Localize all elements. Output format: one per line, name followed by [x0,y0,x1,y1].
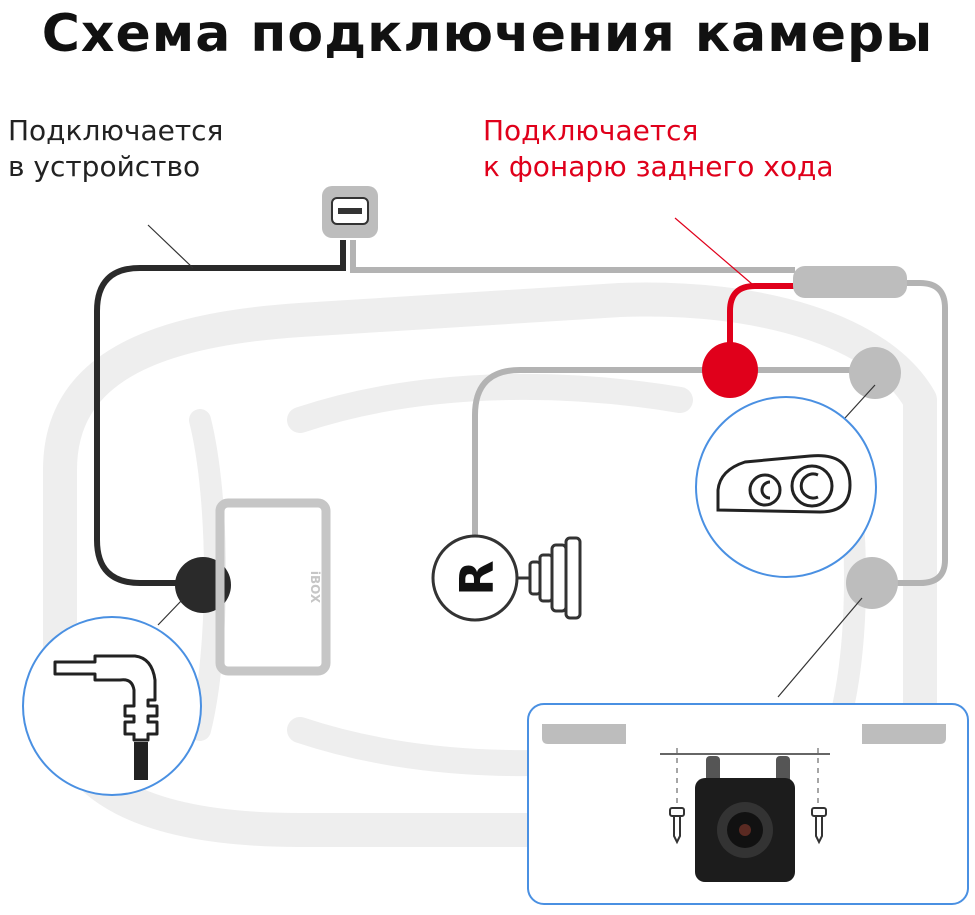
taillight-junction [849,347,901,399]
plug-icon [53,654,159,780]
reverse-label-line1: Подключается [483,114,699,147]
power-connector-icon [322,186,378,238]
gray-wire-right [895,280,948,586]
plug-callout-circle [22,616,202,796]
reverse-light-junction [702,342,758,398]
device-leader-line [147,224,194,269]
gray-wire-top [350,240,795,273]
license-plate-frame [542,724,946,744]
camera-mount-lines [676,748,819,808]
gray-wire-reverse [472,367,875,540]
device-connection-label: Подключается в устройство [8,113,223,185]
rear-camera-icon [695,756,795,882]
device-label-line2: в устройство [8,150,201,183]
wire-sleeve [793,266,907,298]
headlight-callout-circle [695,396,877,578]
device-label-line1: Подключается [8,114,224,147]
monitor-brand-text: iBOX [308,571,322,604]
camera-junction [846,557,898,609]
red-wire [727,283,795,345]
camera-callout-leader [777,597,863,698]
reverse-lamp-letter: R [450,560,504,595]
screw-icon [669,807,827,845]
reverse-label-line2: к фонарю заднего хода [483,150,834,183]
reverse-leader-line [674,217,753,285]
headlight-callout-leader [844,384,876,419]
reverse-light-label: Подключается к фонарю заднего хода [483,113,834,185]
page-title: Схема подключения камеры [41,4,934,64]
black-wire [94,240,346,586]
tail-light-icon [716,454,852,514]
reverse-lamp-icon: R [431,534,582,622]
monitor-device-icon: iBOX [215,498,331,676]
plug-callout-leader [157,599,183,626]
